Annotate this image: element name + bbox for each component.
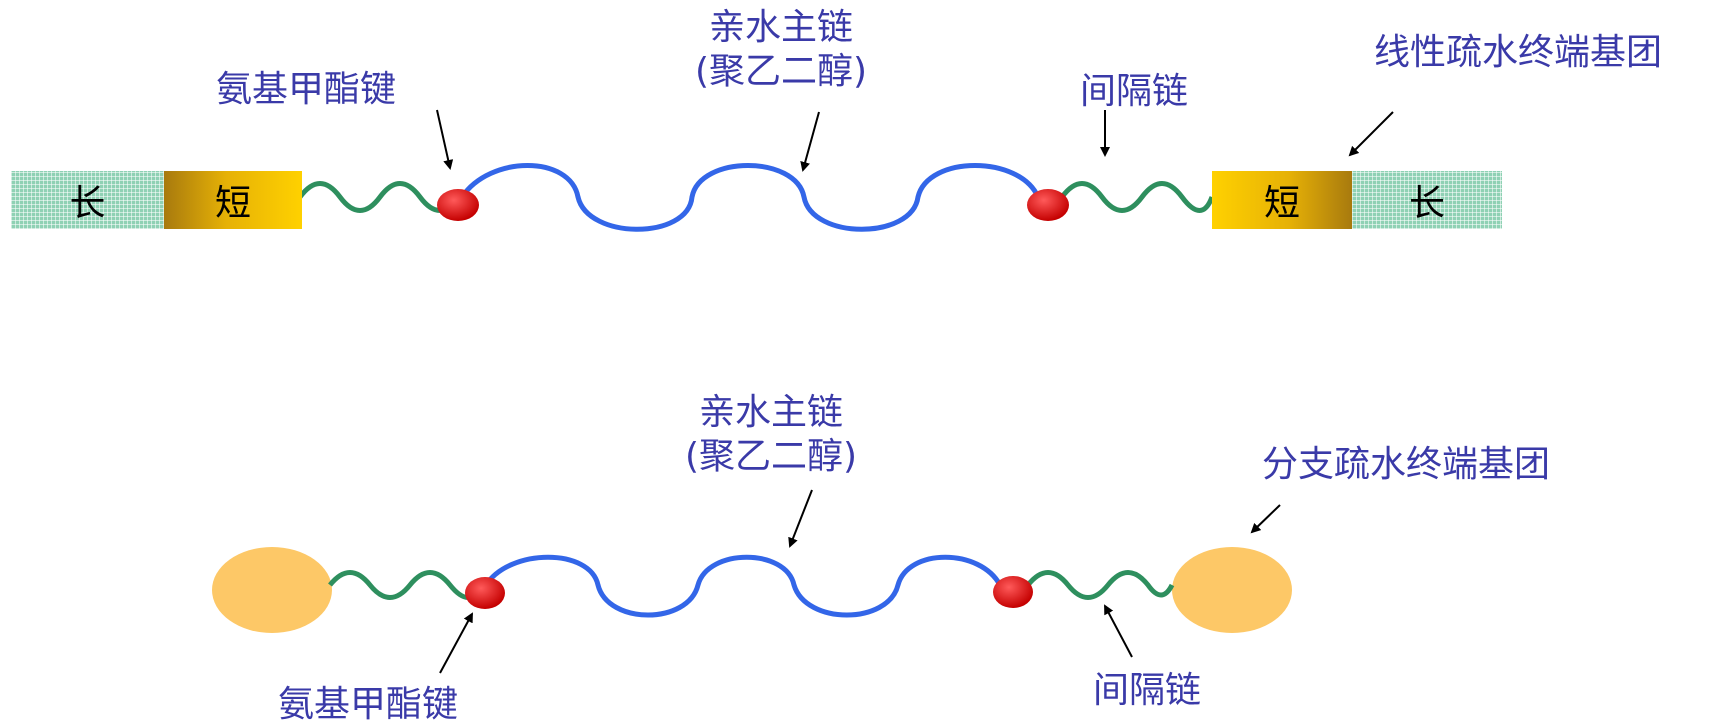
bottom-backbone-label-line1: 亲水主链 [698,392,843,433]
bottom-spacer-arrow [1104,604,1133,658]
bottom-urethane-node-left [465,577,505,609]
top-backbone-label-line2: (聚乙二醇) [694,51,868,92]
bottom-urethane-arrow [439,612,473,674]
bottom-backbone [483,554,1003,618]
top-backbone-label: 亲水主链 (聚乙二醇) [676,6,886,94]
top-left-long-label: 长 [69,183,106,224]
bottom-urethane-label: 氨基甲酯键 [278,684,459,725]
top-right-short-label: 短 [1263,183,1300,224]
top-right-long-label: 长 [1408,183,1445,224]
bottom-end-group-left [212,547,332,633]
bottom-backbone-label-line2: (聚乙二醇) [684,436,858,477]
top-backbone-label-line1: 亲水主链 [708,7,853,48]
top-spacer-left [297,181,463,213]
top-end-group-label: 线性疏水终端基团 [1374,32,1663,73]
top-right-long-block: 长 [1352,171,1502,229]
bottom-spacer-right [1026,570,1175,600]
top-urethane-node-left [437,189,479,221]
bottom-spacer-label: 间隔链 [1093,670,1202,711]
top-end-group-arrow [1348,111,1394,157]
top-left-long-block: 长 [11,171,164,229]
top-urethane-node-right [1027,189,1069,221]
top-urethane-arrow [436,109,454,170]
top-right-short-block: 短 [1212,171,1352,229]
top-spacer-label: 间隔链 [1080,71,1189,112]
bottom-end-group-arrow [1250,504,1281,534]
bottom-end-group-right [1172,547,1292,633]
bottom-urethane-node-right [993,576,1033,608]
top-backbone [459,163,1041,232]
top-spacer-right [1059,181,1215,213]
bottom-end-group-label: 分支疏水终端基团 [1262,444,1551,485]
bottom-backbone-label: 亲水主链 (聚乙二醇) [666,391,876,479]
top-urethane-label: 氨基甲酯键 [216,69,397,110]
bottom-spacer-left [328,570,485,600]
top-left-short-label: 短 [214,183,251,224]
top-backbone-arrow [800,111,820,172]
bottom-backbone-arrow [788,489,813,548]
top-left-short-block: 短 [164,171,302,229]
